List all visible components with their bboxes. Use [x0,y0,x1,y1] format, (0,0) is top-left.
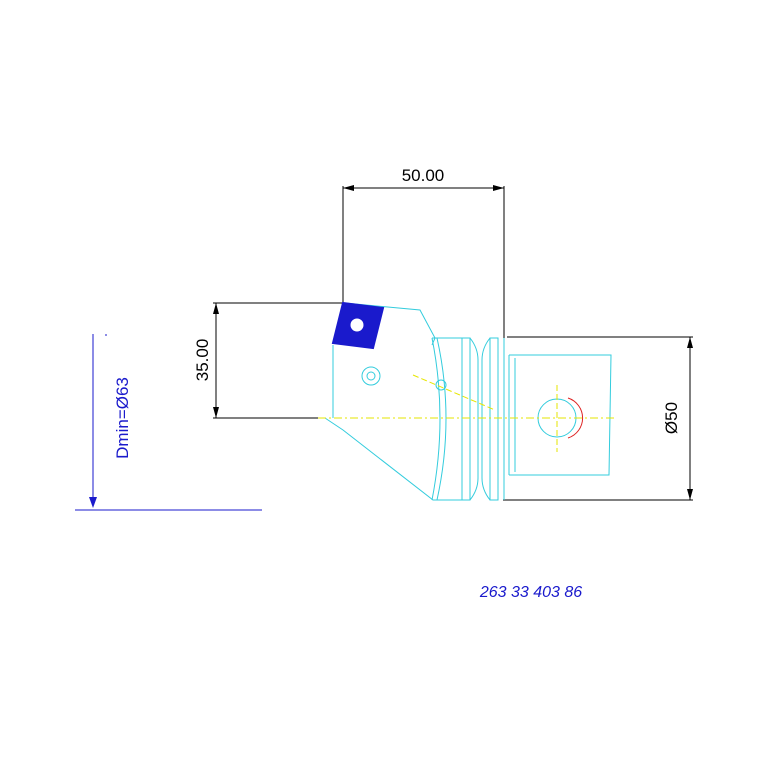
dimension-35: 35.00 [193,302,345,419]
cutting-insert [331,301,385,350]
dim-35-arrow-top [213,303,219,314]
dmin-arrowhead [89,497,97,508]
neck-groove-left [469,337,479,501]
neck-ring-1 [461,337,471,501]
neck-ring-2 [489,337,499,501]
centerlines [318,374,615,452]
dim-50-arrow-right [493,185,504,191]
clamp-screw-outer [361,366,381,386]
dim-35-arrow-bottom [213,407,219,418]
dimension-50: 50.00 [342,166,505,338]
dim-d50-label: Ø50 [662,402,681,434]
part-number: 263 33 403 86 [479,584,582,601]
head-arc-left [431,337,441,501]
dim-d50-arrow-bottom [687,489,693,500]
clamp-screw-inner [366,371,376,381]
neck-groove-right [481,337,491,501]
coolant-hole [435,379,447,391]
head-arc-right [436,337,447,501]
tool-head-outline [324,302,499,501]
shank-outline [503,338,612,500]
dim-50-arrow-left [343,185,354,191]
dim-50-label: 50.00 [402,166,445,185]
dim-35-label: 35.00 [193,339,212,382]
insert-screw-hole [349,317,365,333]
dim-d50-arrow-top [687,337,693,348]
dimension-diameter-50: Ø50 [503,336,693,501]
angled-centerline [412,374,496,411]
dmin-indicator: Dmin=Ø63 [75,334,262,511]
head-top-edge [344,302,436,346]
dmin-label: Dmin=Ø63 [113,377,132,459]
shank-body [509,354,612,476]
head-bottom-chamfer [324,417,462,501]
shank-bore-arc [567,397,584,439]
